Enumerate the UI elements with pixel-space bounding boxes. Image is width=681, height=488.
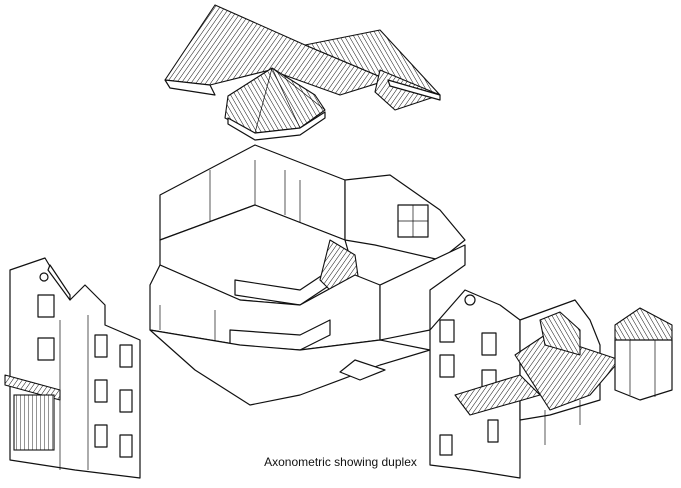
figure-caption: Axonometric showing duplex bbox=[264, 455, 417, 469]
left-elevation bbox=[4, 257, 141, 479]
roof-assembly bbox=[164, 4, 441, 141]
floor-plan-stack bbox=[149, 144, 466, 406]
right-elevation bbox=[429, 289, 673, 479]
